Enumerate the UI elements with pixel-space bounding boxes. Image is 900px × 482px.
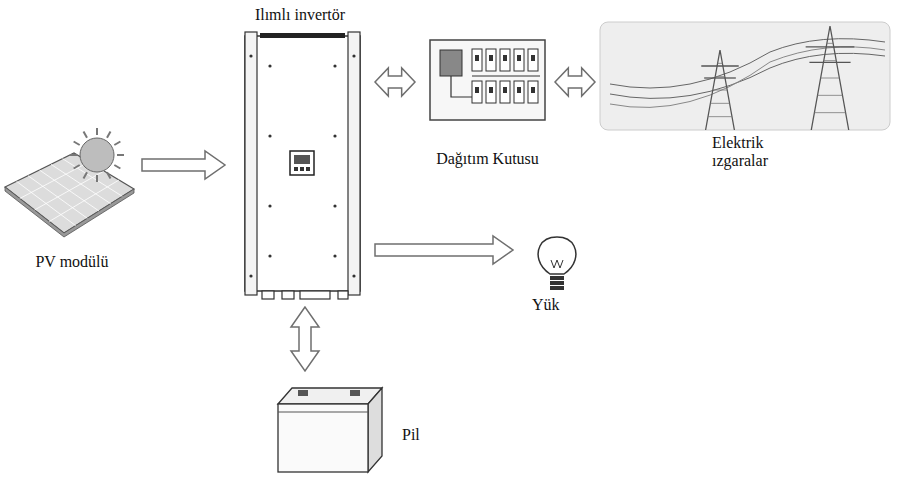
flow-arrow [375,236,513,264]
pv-module: PV modülü [2,125,137,283]
flow-arrow [291,307,319,371]
label-holder: Dağıtım Kutusu [420,150,555,168]
load-bulb: Yük [518,232,590,320]
label-holder: Ilımlı invertör [230,6,370,24]
node-label: Pil [402,426,420,444]
power-grid: Elektrik ızgaralar [600,22,892,187]
label-holder: PV modülü [12,253,132,271]
inverter-unit-art [230,6,370,302]
label-holder: Elektrik ızgaralar [712,134,822,171]
node-label: Elektrik ızgaralar [712,134,822,171]
node-label: Yük [532,296,560,314]
flow-arrow [142,151,225,179]
label-holder: Yük [532,296,582,314]
flow-arrow [555,68,595,96]
distribution-box: Dağıtım Kutusu [420,35,550,175]
node-label: Dağıtım Kutusu [436,150,539,168]
node-label: Ilımlı invertör [255,6,345,24]
node-label: PV modülü [35,253,108,271]
flow-arrow [375,68,415,96]
label-holder: Pil [402,426,442,444]
inverter-unit: Ilımlı invertör [230,6,370,302]
battery: Pil [270,376,445,476]
